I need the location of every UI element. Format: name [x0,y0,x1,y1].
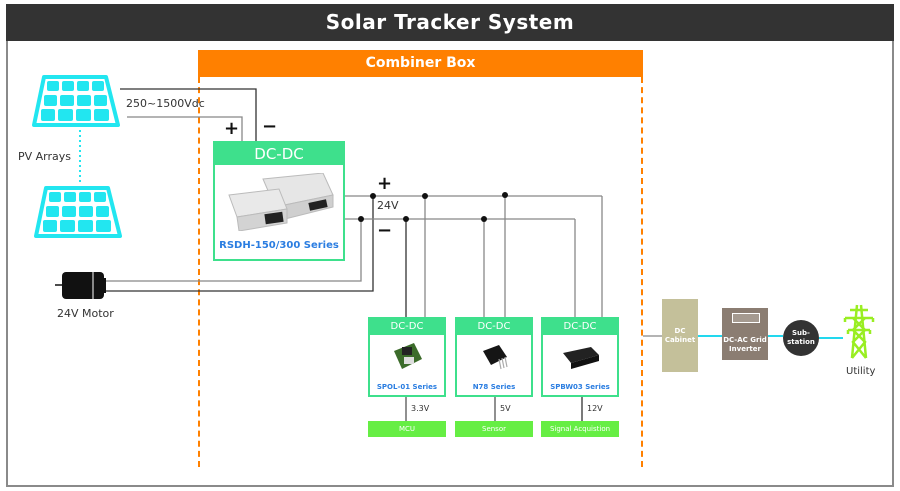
sip-module-icon [563,347,599,369]
module-header: DC-DC [543,319,617,335]
inverter-screen-icon [732,313,760,323]
substation: Sub-station [783,320,819,356]
bus-minus-sign: − [377,220,393,241]
dc-dc-module-n78[interactable]: DC-DC N78 Series [455,317,533,397]
junction-dots [358,192,508,222]
module-output-voltage: 12V [587,404,603,413]
dc-cabinet: DC Cabinet [662,299,698,372]
combiner-box-right-border [641,77,643,467]
motor-label: 24V Motor [57,307,114,320]
diagram-frame [6,4,894,487]
transmission-tower-icon [843,304,875,359]
bus-plus-sign: + [377,173,393,194]
power-supply-icon [228,173,334,231]
combiner-box-left-border [198,77,200,467]
pol-module-icon [394,343,422,369]
pv-plus-sign: + [224,118,240,139]
pv-arrays-label: PV Arrays [18,150,72,163]
utility-label: Utility [846,366,876,377]
regulator-icon [483,345,508,370]
module-series: SPOL-01 Series [376,383,438,391]
solar-panel-icon [32,75,120,127]
module-output-voltage: 3.3V [411,404,430,413]
load-mcu: MCU [368,421,446,437]
solar-panel-icon [34,186,122,238]
dc-dc-module-spol[interactable]: DC-DC SPOL-01 Series [368,317,446,397]
load-signal-acquisition: Signal Acquistion [541,421,619,437]
module-header: DC-DC [457,319,531,335]
module-output-voltage: 5V [500,404,511,413]
load-sensor: Sensor [455,421,533,437]
converter-header: DC-DC [215,143,343,165]
converter-series: RSDH-150/300 Series [219,240,339,251]
main-dc-dc-converter[interactable]: DC-DC RSDH-150/300 Series [213,141,345,261]
pv-minus-sign: − [262,116,278,137]
module-header: DC-DC [370,319,444,335]
module-series: SPBW03 Series [550,383,610,391]
pv-voltage-label: 250~1500Vdc [126,97,205,110]
dc-dc-module-spbw03[interactable]: DC-DC SPBW03 Series [541,317,619,397]
motor-icon [55,272,106,299]
combiner-box-header: Combiner Box [198,50,643,77]
module-series: N78 Series [472,383,516,391]
page-title: Solar Tracker System [6,4,894,41]
dc-ac-grid-inverter: DC-AC Grid Inverter [722,308,768,360]
bus-voltage-label: 24V [377,199,399,212]
inverter-label: DC-AC Grid Inverter [723,336,767,353]
